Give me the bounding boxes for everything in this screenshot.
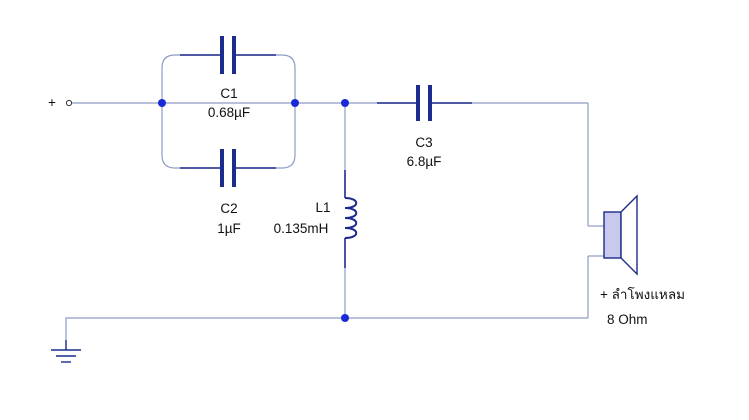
junction-dot-l1-top [341,99,349,107]
junction-dot-l1-bottom [341,314,349,322]
input-plus-label: + [48,95,56,110]
c3-name-label: C3 [415,135,432,150]
c1-value-label: 0.68µF [208,105,250,120]
speaker-label: + ลำโพงแหลม [600,286,685,302]
input-terminal [65,99,73,107]
c2-value-label: 1µF [217,221,241,236]
wire-c1-right [234,54,296,103]
capacitor-c1 [180,36,276,74]
inductor-l1 [344,197,358,239]
capacitor-c2 [180,149,276,187]
speaker-icon [603,194,638,276]
ground-icon [51,340,81,363]
junction-dot-c-network-left [158,99,166,107]
l1-name-label: L1 [315,200,330,215]
speaker-impedance-label: 8 Ohm [607,312,648,327]
c2-name-label: C2 [220,201,237,216]
capacitor-c3 [377,85,472,121]
wire-c1-left [161,54,222,103]
l1-value-label: 0.135mH [274,221,329,236]
wire-c2-right [234,103,296,169]
c3-value-label: 6.8µF [407,154,442,169]
c1-name-label: C1 [220,86,237,101]
junction-dot-c-network-right [291,99,299,107]
wire-ground-return [65,317,588,350]
wire-c2-left [161,103,222,169]
